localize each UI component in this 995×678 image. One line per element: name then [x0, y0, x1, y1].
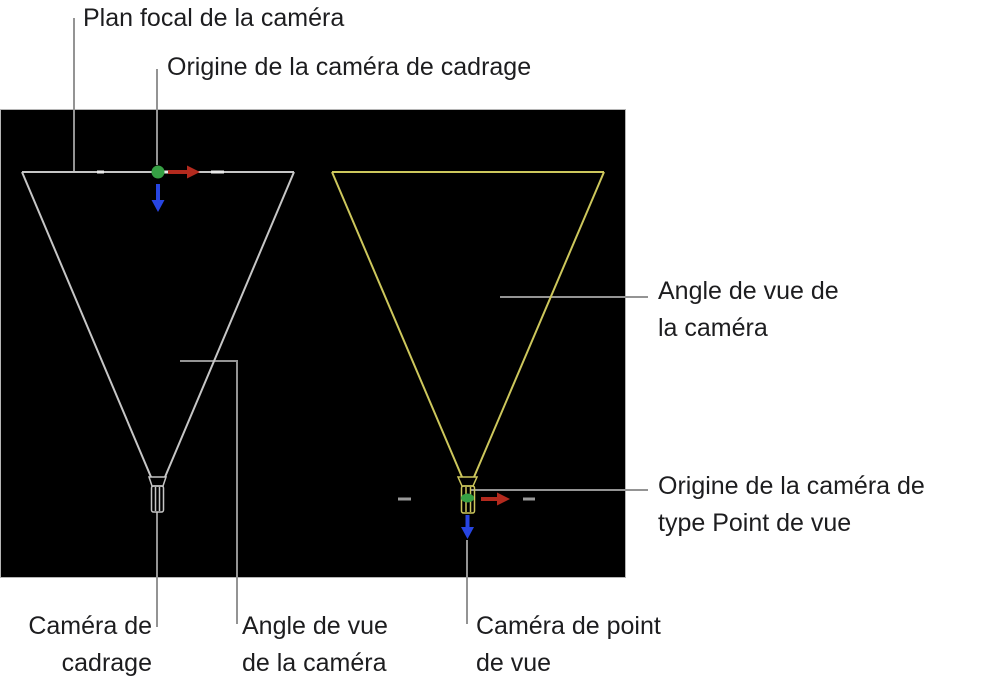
framing-camera-icon — [147, 476, 168, 513]
origin-dot-icon — [461, 493, 474, 503]
pov-frustum-left-edge — [331, 171, 463, 478]
x-axis-head — [187, 165, 200, 179]
callout-view-angle-bottom — [180, 360, 238, 624]
framing-frustum-right-edge — [164, 171, 295, 478]
framing-origin-label: Origine de la caméra de cadrage — [167, 53, 532, 81]
pov-camera-label: Caméra de point de vue — [476, 612, 661, 677]
pov-frustum — [331, 171, 605, 478]
x-axis-arrow-icon — [168, 165, 200, 179]
camera-body-icon — [150, 485, 165, 513]
z-axis-arrow-icon — [461, 515, 474, 539]
z-axis-head — [151, 200, 165, 212]
focal-plane-label: Plan focal de la caméra — [83, 4, 345, 32]
viewport-canvas — [0, 109, 626, 578]
pov-frustum-right-edge — [473, 171, 605, 478]
z-axis-head — [461, 527, 474, 539]
framing-frustum-left-edge — [21, 171, 152, 478]
framing-camera-label: Caméra de cadrage — [28, 612, 152, 677]
view-angle-bottom-label: Angle de vue de la caméra — [242, 612, 388, 677]
view-angle-right-label: Angle de vue de la caméra — [658, 277, 839, 342]
callout-lines — [73, 18, 648, 627]
x-axis-head — [497, 492, 510, 506]
x-axis-arrow-icon — [481, 492, 510, 506]
pov-origin-label: Origine de la caméra de type Point de vu… — [658, 472, 925, 537]
origin-dot-icon — [151, 165, 165, 179]
z-axis-arrow-icon — [151, 184, 165, 212]
